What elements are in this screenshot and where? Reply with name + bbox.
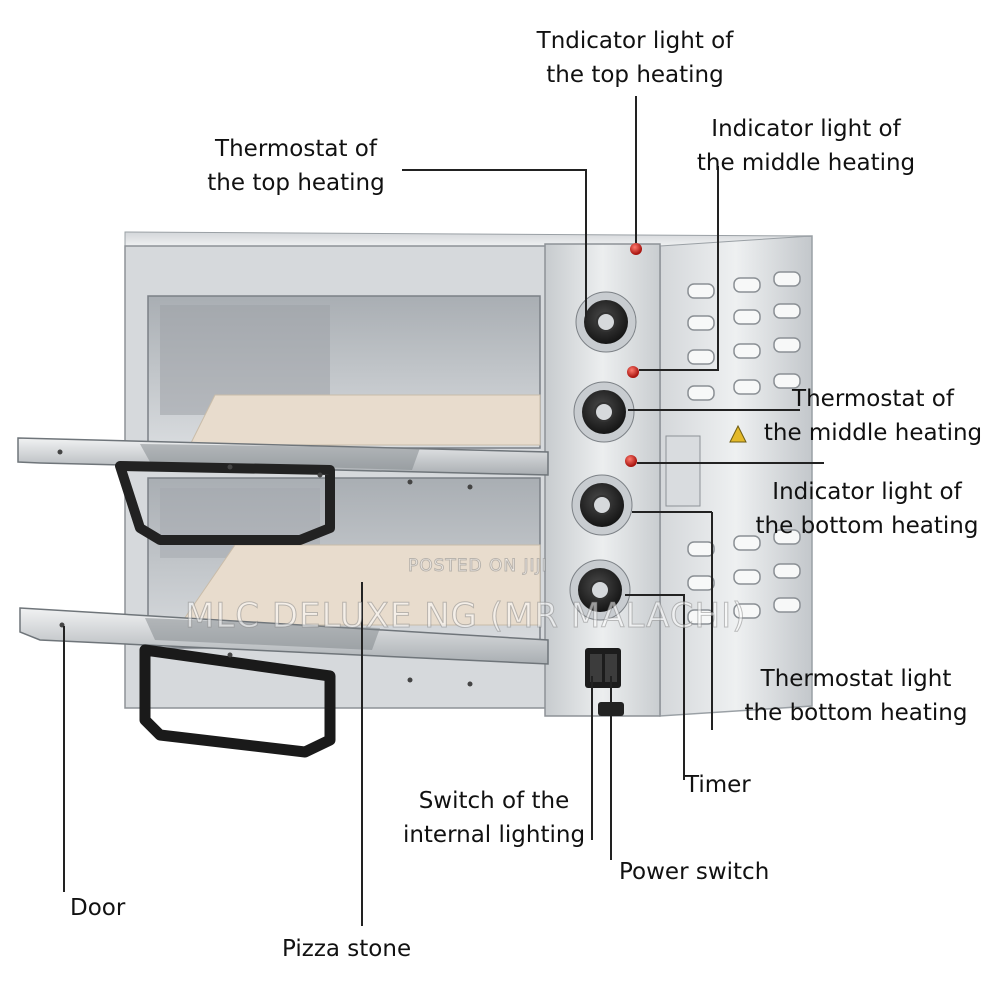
leader-indicator-middle (639, 166, 719, 371)
timer-knob[interactable] (569, 559, 631, 621)
indicator-bottom-led (625, 455, 637, 467)
leader-thermostat-top (402, 169, 587, 318)
indicator-top-led (630, 243, 642, 255)
thermostat-bottom-knob[interactable] (571, 474, 633, 536)
watermark-small: POSTED ON JIJI (408, 556, 548, 577)
leader-lines (63, 96, 824, 926)
lower-pizza-stone (179, 544, 541, 626)
controls (569, 243, 642, 688)
spec-plate (665, 435, 701, 507)
side-vents (687, 271, 801, 625)
label-timer: Timer (685, 772, 751, 798)
leader-timer (625, 594, 685, 780)
label-pizza-stone: Pizza stone (282, 936, 412, 962)
lower-door (19, 607, 549, 758)
rocker-switches[interactable] (585, 648, 621, 688)
indicator-middle-led (627, 366, 639, 378)
label-door: Door (70, 895, 126, 921)
thermostat-middle-knob[interactable] (573, 381, 635, 443)
thermostat-top-knob[interactable] (575, 291, 637, 353)
label-power-switch: Power switch (619, 859, 770, 885)
watermark-main: MLC DELUXE NG (MR MALACHI) (184, 596, 747, 637)
upper-door (17, 437, 549, 545)
